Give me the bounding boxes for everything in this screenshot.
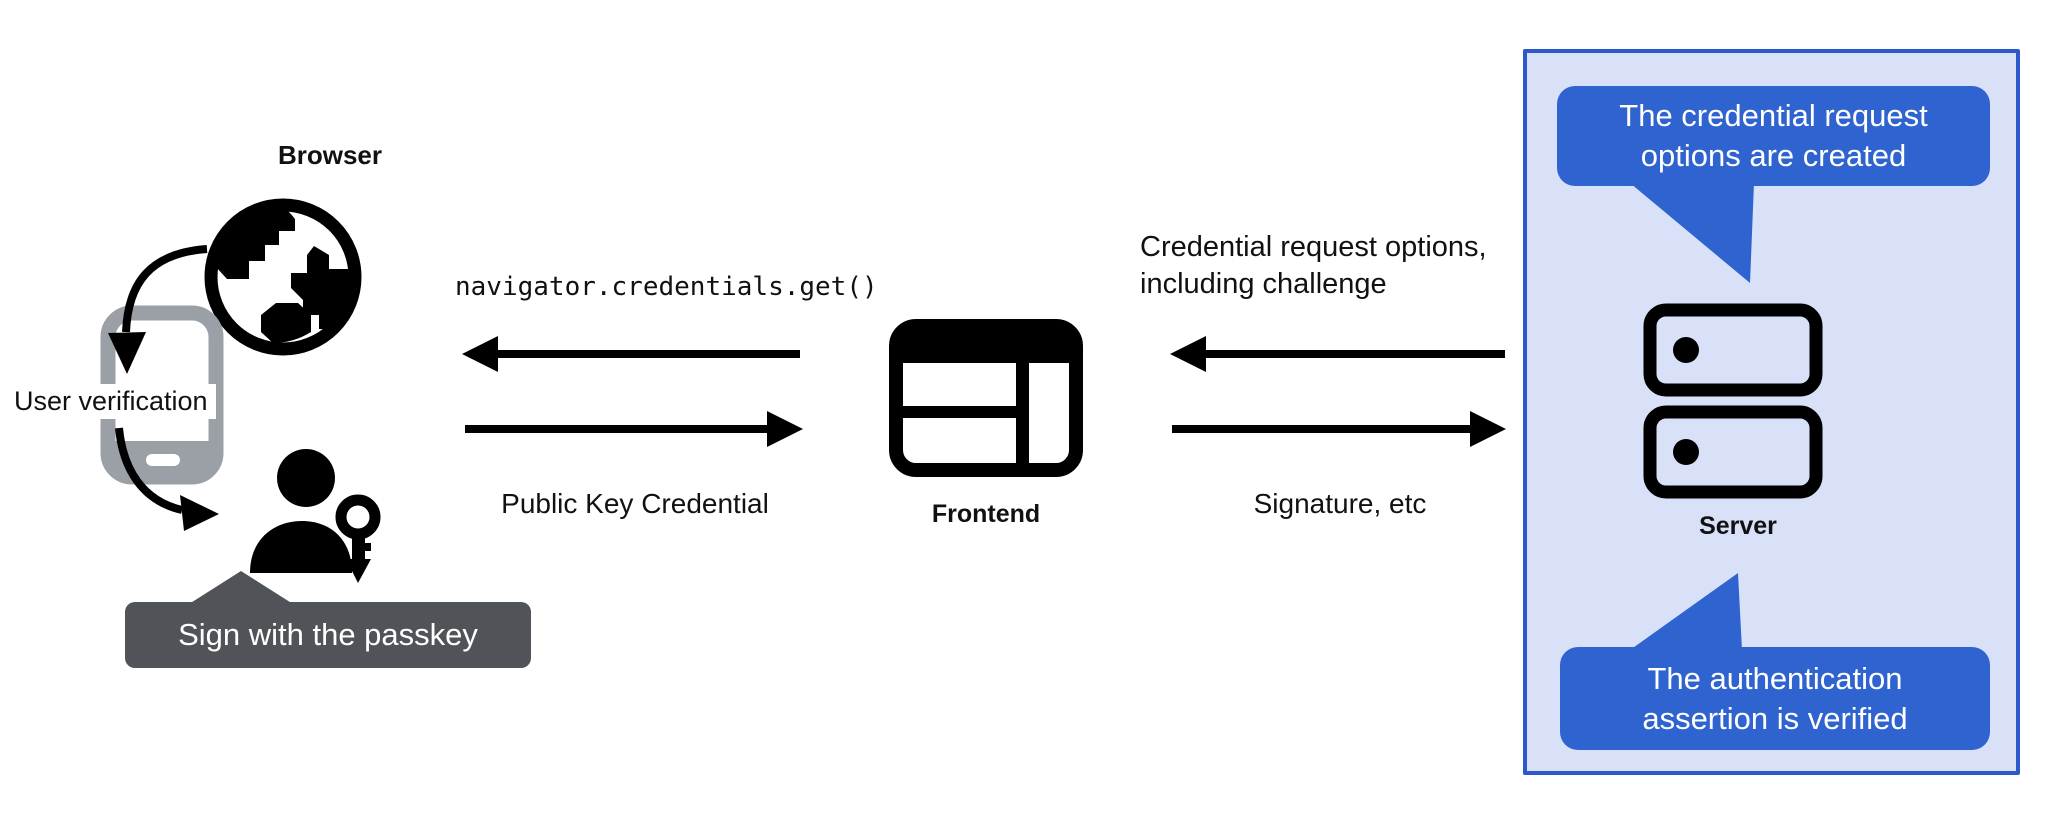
server-bottom-callout: The authentication assertion is verified <box>1560 647 1990 750</box>
person-head <box>277 449 335 507</box>
credential-request-line: including challenge <box>1140 268 1387 300</box>
user-verification-label: User verification <box>6 384 216 419</box>
person-body <box>250 521 352 573</box>
passkey-tooltip: Sign with the passkey <box>125 602 531 668</box>
credential-request-options-label: Credential request options, including ch… <box>1140 229 1487 303</box>
frontend-label: Frontend <box>931 500 1041 528</box>
arrow-frontend-to-server <box>1172 411 1506 447</box>
person-with-key-icon <box>250 449 381 583</box>
server-label: Server <box>1699 512 1777 540</box>
key-icon <box>335 494 381 583</box>
browser-label: Browser <box>277 140 383 170</box>
passkey-tooltip-pointer <box>189 571 293 604</box>
arrow-server-to-frontend <box>1170 336 1505 372</box>
server-stack-icon <box>1643 303 1823 499</box>
public-key-credential-label: Public Key Credential <box>501 488 769 519</box>
browser-window-icon <box>889 319 1083 477</box>
server-panel: The credential request options are creat… <box>1523 49 2020 775</box>
navigator-credentials-get-label: navigator.credentials.get() <box>455 272 878 302</box>
callout-line: The credential request <box>1619 98 1928 133</box>
callout-line: assertion is verified <box>1642 700 1908 736</box>
credential-request-line: Credential request options, <box>1140 231 1487 263</box>
arrow-browser-to-frontend <box>465 411 803 447</box>
globe-icon <box>204 198 362 356</box>
arrow-frontend-to-browser <box>462 336 800 372</box>
signature-label: Signature, etc <box>1253 488 1427 519</box>
callout-line: options are created <box>1640 138 1907 173</box>
callout-line: The authentication <box>1647 660 1903 696</box>
server-top-callout: The credential request options are creat… <box>1557 86 1990 186</box>
